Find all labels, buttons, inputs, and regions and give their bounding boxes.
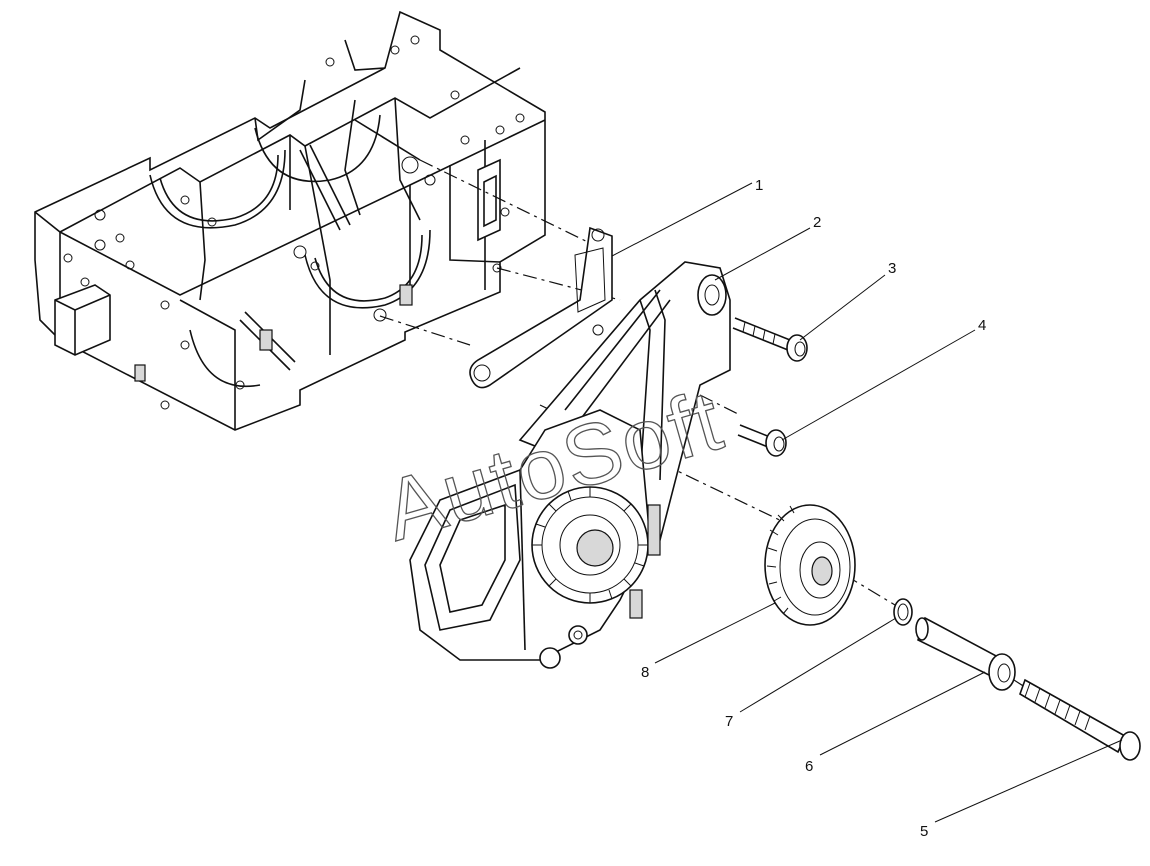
leader-lines (611, 182, 1123, 823)
oil-pump-assembly (409, 261, 731, 669)
callout-7: 7 (725, 713, 733, 730)
idler-shaft (915, 616, 1016, 691)
callout-labels: 1 2 3 4 5 6 7 8 (641, 177, 986, 840)
engine-block (34, 10, 546, 431)
long-bolt (1019, 678, 1141, 761)
callout-5: 5 (920, 823, 928, 840)
bolt-4 (737, 424, 787, 457)
washer (893, 598, 913, 626)
callout-6: 6 (805, 758, 813, 775)
idler-gear (764, 504, 856, 626)
callout-2: 2 (813, 214, 821, 231)
gasket (469, 226, 613, 389)
callout-8: 8 (641, 664, 649, 681)
callout-3: 3 (888, 260, 896, 277)
bolt-3 (732, 317, 808, 362)
callout-4: 4 (978, 317, 986, 334)
callout-1: 1 (755, 177, 763, 194)
